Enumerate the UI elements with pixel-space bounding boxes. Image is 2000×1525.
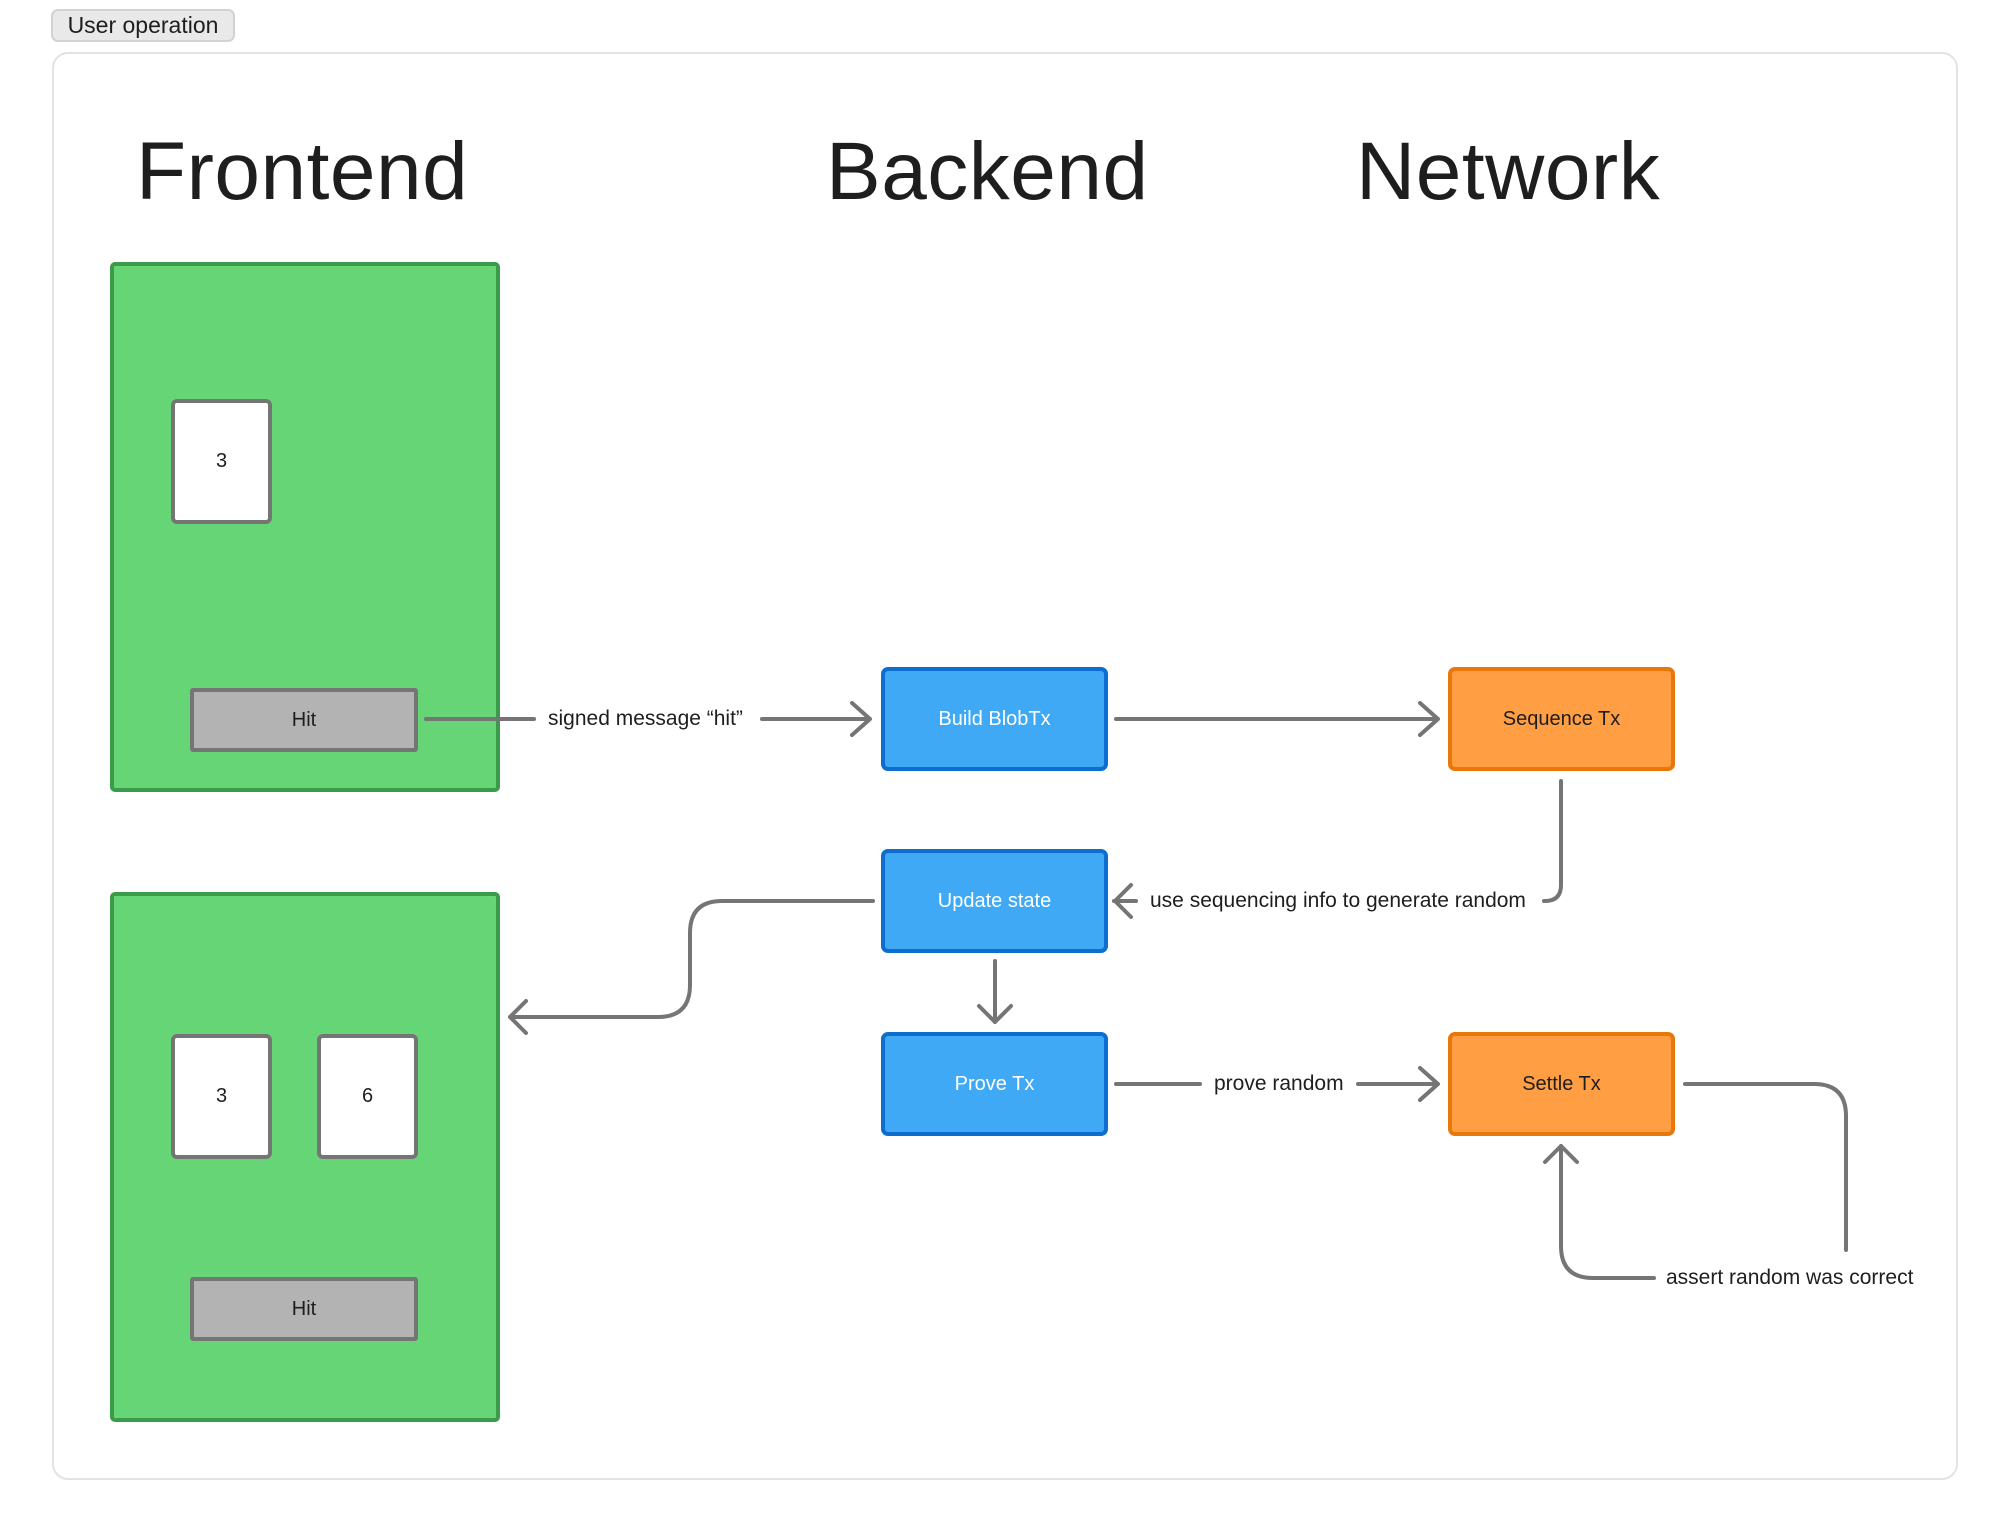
update-state-node: Update state <box>881 849 1108 953</box>
card: 3 <box>171 1034 272 1159</box>
hit-button-before[interactable]: Hit <box>190 688 418 752</box>
column-title-frontend: Frontend <box>136 126 469 217</box>
card: 6 <box>317 1034 418 1159</box>
build-blobtx-node: Build BlobTx <box>881 667 1108 771</box>
column-title-backend: Backend <box>826 126 1149 217</box>
settle-tx-node: Settle Tx <box>1448 1032 1675 1136</box>
edge-label-sequencing-info: use sequencing info to generate random <box>1142 887 1534 915</box>
edge-label-assert-random: assert random was correct <box>1658 1264 1922 1292</box>
column-title-network: Network <box>1356 126 1661 217</box>
edge-label-prove-random: prove random <box>1206 1070 1352 1098</box>
section-tag[interactable]: User operation <box>51 9 235 42</box>
edge-label-signed-message: signed message “hit” <box>540 705 751 733</box>
sequence-tx-node: Sequence Tx <box>1448 667 1675 771</box>
prove-tx-node: Prove Tx <box>881 1032 1108 1136</box>
card: 3 <box>171 399 272 524</box>
frontend-panel-after <box>110 892 500 1422</box>
hit-button-after[interactable]: Hit <box>190 1277 418 1341</box>
